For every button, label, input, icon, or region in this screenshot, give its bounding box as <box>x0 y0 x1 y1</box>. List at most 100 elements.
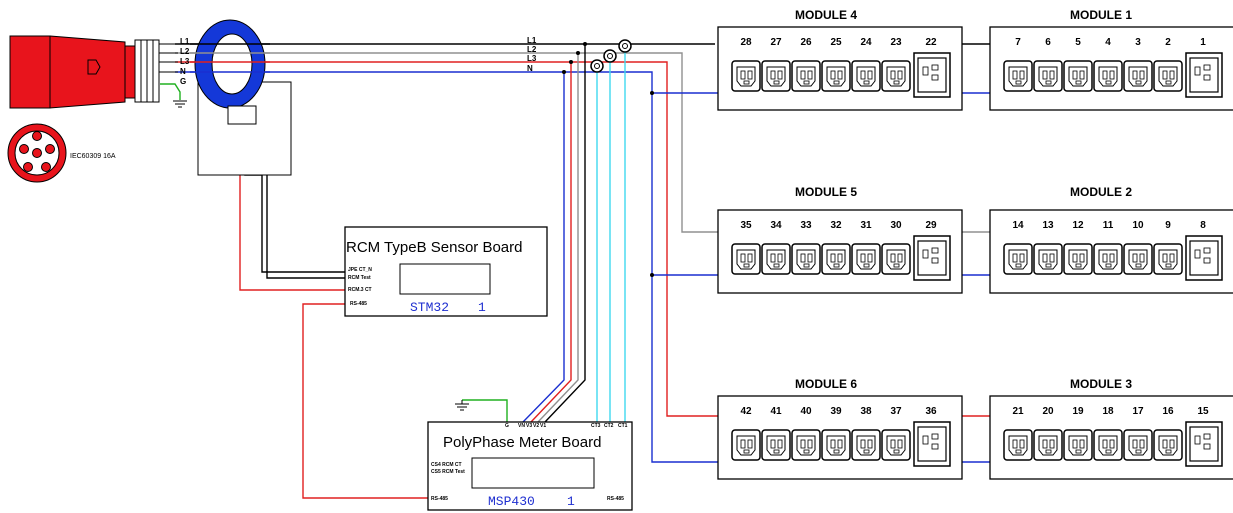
socket-number: 6 <box>1045 37 1051 48</box>
c13-socket-icon <box>1063 60 1093 92</box>
module-title: MODULE 2 <box>1070 185 1132 199</box>
module-title: MODULE 4 <box>795 8 857 22</box>
socket-number: 23 <box>890 37 902 48</box>
socket-number: 2 <box>1165 37 1171 48</box>
c19-socket-icon <box>913 235 951 281</box>
ct3-icon <box>590 59 604 73</box>
socket-number: 5 <box>1075 37 1081 48</box>
c13-socket-icon <box>821 243 851 275</box>
c13-socket-icon <box>851 60 881 92</box>
c13-socket-icon <box>1093 429 1123 461</box>
module-title: MODULE 1 <box>1070 8 1132 22</box>
rcm-board: RCM TypeB Sensor Board STM32 1 JPE CT_N … <box>344 226 548 317</box>
c13-socket-icon <box>821 60 851 92</box>
socket-number: 18 <box>1102 406 1114 417</box>
socket-number: 36 <box>925 406 937 417</box>
c13-socket-icon <box>1003 429 1033 461</box>
c13-socket-icon <box>1153 243 1183 275</box>
c13-socket-icon <box>731 243 761 275</box>
socket-number: 22 <box>925 37 937 48</box>
c13-socket-icon <box>1063 429 1093 461</box>
ground-icon <box>173 100 187 108</box>
plug-wire-l1: L1 <box>180 37 190 46</box>
c13-socket-icon <box>791 60 821 92</box>
c13-socket-icon <box>731 60 761 92</box>
meter-left-pin-0: CS4 RCM CT <box>431 462 462 468</box>
socket-number: 13 <box>1042 220 1054 231</box>
meter-display <box>471 457 595 489</box>
socket-number: 34 <box>770 220 782 231</box>
socket-number: 20 <box>1042 406 1054 417</box>
socket-number: 31 <box>860 220 872 231</box>
meter-ground-icon <box>455 400 469 411</box>
bus-wires <box>160 43 990 499</box>
module-title: MODULE 3 <box>1070 377 1132 391</box>
socket-number: 32 <box>830 220 842 231</box>
module-m5: MODULE 5 35 34 33 32 31 30 29 <box>717 185 963 294</box>
socket-number: 37 <box>890 406 902 417</box>
socket-number: 41 <box>770 406 782 417</box>
c13-socket-icon <box>1033 429 1063 461</box>
rcm-toroid-icon <box>194 19 266 125</box>
phase-cts <box>590 39 632 73</box>
c13-socket-icon <box>1063 243 1093 275</box>
c19-socket-icon <box>1185 421 1223 467</box>
rcm-display <box>399 263 491 295</box>
wire-l3 <box>175 61 718 417</box>
socket-number: 30 <box>890 220 902 231</box>
c13-socket-icon <box>731 429 761 461</box>
c13-socket-icon <box>761 243 791 275</box>
socket-number: 16 <box>1162 406 1174 417</box>
meter-right-pin: RS-485 <box>607 496 624 502</box>
c13-socket-icon <box>1123 60 1153 92</box>
rcm-chip-id: 1 <box>478 300 486 315</box>
bus-label-n: N <box>527 64 533 73</box>
socket-number: 40 <box>800 406 812 417</box>
socket-number: 24 <box>860 37 872 48</box>
socket-number: 33 <box>800 220 812 231</box>
meter-pin-v2: V2 <box>533 423 539 429</box>
rcm-ct-lead-red <box>239 124 345 291</box>
c19-socket-icon <box>913 421 951 467</box>
meter-top-pins: G VN V3 V2 V1 <box>505 423 546 429</box>
socket-number: 29 <box>925 220 937 231</box>
socket-number: 17 <box>1132 406 1144 417</box>
meter-left-pin-2: RS-485 <box>431 496 448 502</box>
socket-number: 27 <box>770 37 782 48</box>
c13-socket-icon <box>761 429 791 461</box>
c13-socket-icon <box>1093 243 1123 275</box>
rcm-pin-2: RCM.3 CT <box>348 287 372 293</box>
socket-number: 12 <box>1072 220 1084 231</box>
meter-left-pin-1: CS5 RCM Test <box>431 469 465 475</box>
meter-pin-g: G <box>505 423 509 429</box>
wire-l2 <box>175 52 718 233</box>
c13-socket-icon <box>851 243 881 275</box>
c13-socket-icon <box>1033 243 1063 275</box>
meter-board: PolyPhase Meter Board MSP430 1 G VN V3 V… <box>427 421 633 511</box>
meter-pin-ct3: CT3 <box>591 423 601 429</box>
plug-wire-g: G <box>180 77 186 86</box>
c19-socket-icon <box>1185 235 1223 281</box>
module-title: MODULE 6 <box>795 377 857 391</box>
rcm-pin-3: RS-485 <box>350 301 367 307</box>
wire-n <box>175 71 718 463</box>
socket-number: 21 <box>1012 406 1024 417</box>
wire-g <box>160 83 181 100</box>
c13-socket-icon <box>791 243 821 275</box>
meter-board-title: PolyPhase Meter Board <box>443 434 601 451</box>
meter-pin-v1: V1 <box>540 423 546 429</box>
c13-socket-icon <box>791 429 821 461</box>
module-title: MODULE 5 <box>795 185 857 199</box>
socket-number: 14 <box>1012 220 1024 231</box>
socket-number: 8 <box>1200 220 1206 231</box>
c13-socket-icon <box>1123 429 1153 461</box>
plug-wire-labels: L1 L2 L3 N G <box>180 37 190 86</box>
c13-socket-icon <box>821 429 851 461</box>
plug-wire-l2: L2 <box>180 47 190 56</box>
socket-number: 35 <box>740 220 752 231</box>
bus-label-l3: L3 <box>527 54 537 63</box>
